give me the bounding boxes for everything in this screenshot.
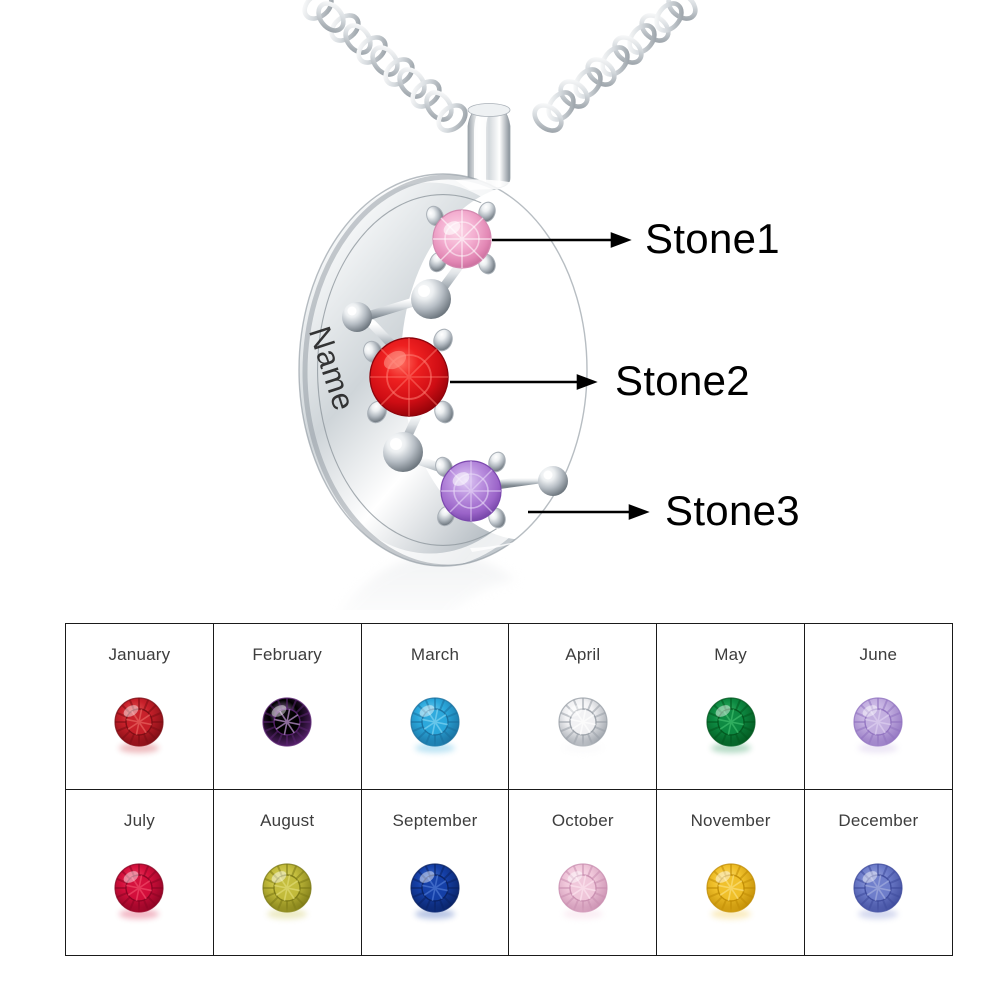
constellation-beads xyxy=(342,279,568,496)
birthstone-row: January February March April May June xyxy=(65,623,953,790)
gemstone-shadow xyxy=(119,909,160,919)
gemstone-icon xyxy=(262,697,312,747)
callout-label-stone2: Stone2 xyxy=(615,357,750,404)
month-label: August xyxy=(260,811,315,830)
month-label: March xyxy=(410,645,460,664)
gemstone-shadow xyxy=(858,743,899,753)
callout-arrow-stone3 xyxy=(528,504,650,520)
birthstone-cell-content: December xyxy=(805,790,952,955)
gemstone-icon xyxy=(262,863,312,913)
birthstone-cell-april[interactable]: April xyxy=(508,623,658,790)
gemstone-wrapper xyxy=(703,695,759,757)
month-label: November xyxy=(690,811,771,830)
gemstone-wrapper xyxy=(555,695,611,757)
birthstone-cell-content: August xyxy=(214,790,361,955)
callout-arrow-stone1 xyxy=(492,232,632,248)
birthstone-cell-october[interactable]: October xyxy=(508,789,658,956)
birthstone-cell-content: September xyxy=(362,790,509,955)
birthstone-cell-november[interactable]: November xyxy=(656,789,805,956)
gemstone-wrapper xyxy=(407,695,463,757)
month-label: June xyxy=(859,645,898,664)
birthstone-cell-may[interactable]: May xyxy=(656,623,805,790)
gemstone-wrapper xyxy=(850,695,906,757)
necklace-chain xyxy=(302,0,698,133)
birthstone-cell-content: February xyxy=(214,624,361,789)
gemstone-shadow xyxy=(119,743,160,753)
month-label: April xyxy=(565,645,601,664)
gemstone-wrapper xyxy=(703,861,759,923)
birthstone-cell-content: October xyxy=(509,790,656,955)
birthstone-cell-content: January xyxy=(66,624,213,789)
gemstone-wrapper xyxy=(850,861,906,923)
birthstone-cell-february[interactable]: February xyxy=(212,623,362,790)
gemstone-icon xyxy=(410,697,460,747)
gemstone-shadow xyxy=(267,743,307,753)
gemstone-icon xyxy=(853,863,903,913)
gemstone-shadow xyxy=(562,743,603,753)
month-label: January xyxy=(108,645,171,664)
month-label: February xyxy=(252,645,322,664)
gemstone-shadow xyxy=(562,909,603,919)
month-label: October xyxy=(551,811,614,830)
pendant-stone1 xyxy=(426,201,496,275)
birthstone-cell-content: May xyxy=(657,624,804,789)
gemstone-shadow xyxy=(710,909,751,919)
gemstone-wrapper xyxy=(259,861,315,923)
birthstone-cell-content: July xyxy=(66,790,213,955)
gemstone-icon xyxy=(410,863,460,913)
birthstone-cell-january[interactable]: January xyxy=(65,623,214,790)
birthstone-cell-content: April xyxy=(509,624,656,789)
gemstone-shadow xyxy=(858,909,899,919)
gemstone-icon xyxy=(558,863,608,913)
callout-arrow-stone2 xyxy=(450,374,598,390)
gemstone-wrapper xyxy=(111,695,167,757)
gemstone-wrapper xyxy=(111,861,167,923)
gemstone-icon xyxy=(705,863,756,913)
gemstone-icon xyxy=(114,697,164,747)
necklace-illustration: Name xyxy=(260,0,698,610)
birthstone-cell-december[interactable]: December xyxy=(803,789,953,956)
month-label: July xyxy=(123,811,155,830)
month-label: May xyxy=(714,645,747,664)
gemstone-wrapper xyxy=(555,861,611,923)
birthstone-cell-content: June xyxy=(805,624,952,789)
gemstone-icon xyxy=(853,697,903,747)
birthstone-cell-march[interactable]: March xyxy=(360,623,510,790)
birthstone-cell-content: November xyxy=(657,790,804,955)
gemstone-icon xyxy=(114,863,164,913)
month-label: September xyxy=(392,811,478,830)
gemstone-wrapper xyxy=(407,861,463,923)
product-photo: Name xyxy=(260,0,800,610)
pendant-stone3 xyxy=(435,451,506,529)
gemstone-icon xyxy=(558,697,608,747)
birthstone-cell-content: March xyxy=(362,624,509,789)
gemstone-shadow xyxy=(414,743,455,753)
gemstone-shadow xyxy=(414,909,455,919)
gemstone-icon xyxy=(705,697,756,747)
month-label: December xyxy=(838,811,919,830)
birthstone-cell-july[interactable]: July xyxy=(65,789,214,956)
birthstone-row: July August September October November Decemb… xyxy=(65,789,953,956)
gemstone-shadow xyxy=(267,909,308,919)
birthstone-cell-september[interactable]: September xyxy=(360,789,510,956)
callout-arrows xyxy=(450,232,650,520)
gemstone-shadow xyxy=(710,743,751,753)
birthstone-cell-august[interactable]: August xyxy=(212,789,362,956)
birthstone-cell-june[interactable]: June xyxy=(803,623,953,790)
pendant-stone2 xyxy=(363,328,454,424)
callout-label-stone3: Stone3 xyxy=(665,487,800,534)
gemstone-wrapper xyxy=(259,695,315,757)
callout-label-stone1: Stone1 xyxy=(645,215,780,262)
